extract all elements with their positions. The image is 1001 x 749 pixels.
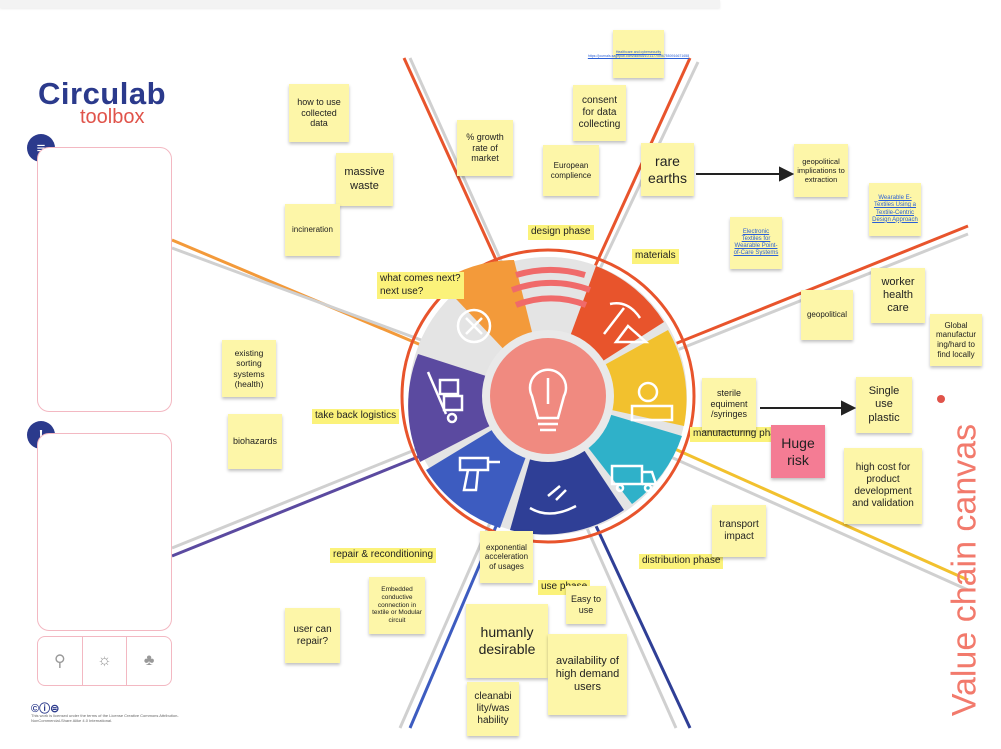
outer-ring xyxy=(400,248,696,544)
sticky-note[interactable]: Embedded conductive connection in textil… xyxy=(369,577,425,634)
circulab-dot-icon xyxy=(937,395,945,403)
sticky-note-link[interactable]: Electronic Textiles for Wearable Point-o… xyxy=(730,217,782,269)
cc-license-icon: ©ⓘ⊜ xyxy=(31,703,60,715)
sticky-note[interactable]: geopolitical implications to extraction xyxy=(794,144,848,197)
sticky-note[interactable]: European complience xyxy=(543,145,599,196)
sticky-note[interactable]: existing sorting systems (health) xyxy=(222,340,276,397)
recycle-leaves-icon xyxy=(456,308,492,344)
warning-panel[interactable] xyxy=(37,433,172,631)
sticky-note[interactable]: % growth rate of market xyxy=(457,120,513,176)
sticky-note[interactable]: rare earths xyxy=(641,143,694,196)
tool-icons-panel: ⚲ ☼ ♣ xyxy=(37,636,172,686)
hand-icon xyxy=(529,485,577,515)
sticky-note[interactable]: transport impact xyxy=(712,505,766,557)
label-take-back-logistics[interactable]: take back logistics xyxy=(312,409,400,424)
sticky-note[interactable]: sterile equiment /syringes xyxy=(702,378,756,430)
sticky-note-link[interactable]: Healthcare and cybersecurity https://jou… xyxy=(588,30,689,78)
magnifier-icon[interactable]: ⚲ xyxy=(38,637,83,685)
sticky-note[interactable]: how to use collected data xyxy=(289,84,349,142)
value-chain-canvas-title: Value chain canvas xyxy=(945,423,984,717)
label-repair-reconditioning[interactable]: repair & reconditioning xyxy=(330,548,437,563)
sticky-note[interactable]: Global manufactur ing/hard to find local… xyxy=(930,314,982,366)
factory-gear-icon xyxy=(630,381,674,422)
sticky-note[interactable]: availability of high demand users xyxy=(548,634,627,715)
label-design-phase[interactable]: design phase xyxy=(528,225,594,240)
label-distribution-phase[interactable]: distribution phase xyxy=(639,554,724,569)
sticky-note[interactable]: humanly desirable xyxy=(466,604,548,678)
circulab-logo: Circulab xyxy=(38,76,167,111)
key-info-panel[interactable] xyxy=(37,147,172,412)
design-stripes xyxy=(510,266,592,308)
idea-icon[interactable]: ☼ xyxy=(83,637,128,685)
pickaxe-icon xyxy=(603,302,650,344)
label-materials[interactable]: materials xyxy=(632,249,679,264)
sticky-note[interactable]: geopolitical xyxy=(801,290,853,340)
sticky-note[interactable]: high cost for product development and va… xyxy=(844,448,922,524)
sticky-note[interactable]: consent for data collecting xyxy=(573,85,626,141)
light-bulb-icon xyxy=(528,368,568,432)
label-next-use[interactable]: what comes next? next use? xyxy=(377,272,464,299)
sticky-note[interactable]: exponential acceleration of usages xyxy=(480,531,533,583)
sticky-note[interactable]: Single use plastic xyxy=(856,377,912,433)
truck-icon xyxy=(610,464,658,493)
sticky-note-pink[interactable]: Huge risk xyxy=(771,425,825,478)
sticky-note[interactable]: Easy to use xyxy=(566,586,606,624)
plant-icon[interactable]: ♣ xyxy=(143,652,155,669)
toolbox-logo-text: toolbox xyxy=(80,106,145,128)
sticky-note[interactable]: worker health care xyxy=(871,268,925,323)
hand-truck-icon xyxy=(426,371,464,424)
flow-arrows xyxy=(696,166,857,416)
arrow-rare-earths xyxy=(779,166,795,182)
arrow-sterile xyxy=(841,400,857,416)
sticky-note[interactable]: incineration xyxy=(285,204,340,256)
label-manufacturing-phase[interactable]: manufacturing phase xyxy=(690,427,790,442)
sticky-note[interactable]: user can repair? xyxy=(285,608,340,663)
sticky-note[interactable]: massive waste xyxy=(336,153,393,206)
sticky-note[interactable]: cleanabi lity/was hability xyxy=(467,682,519,736)
drill-icon xyxy=(458,456,500,492)
license-text: This work is licensed under the terms of… xyxy=(31,713,179,724)
sticky-note-link[interactable]: Wearable E-Textiles Using a Textile-Cent… xyxy=(869,183,921,236)
sticky-note[interactable]: biohazards xyxy=(228,414,282,469)
top-toolbar-strip xyxy=(0,0,720,8)
